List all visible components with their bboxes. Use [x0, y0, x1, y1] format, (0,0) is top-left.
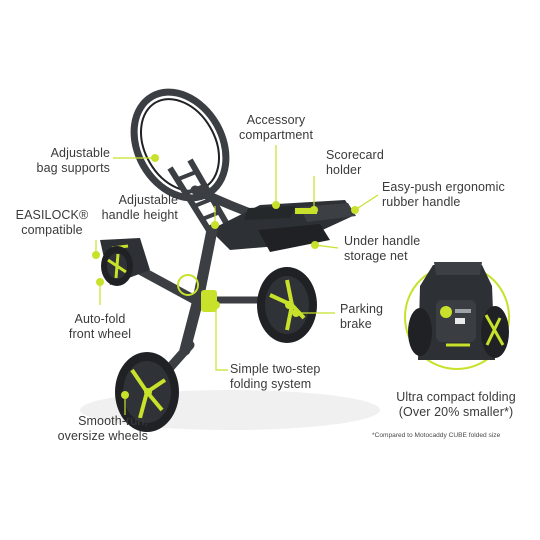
handle-accent: [295, 208, 317, 214]
golf-trolley-folded: [404, 262, 510, 370]
label-accessory-compartment: Accessory compartment: [238, 113, 314, 142]
label-rubber-handle: Easy-push ergonomic rubber handle: [382, 180, 505, 209]
label-bag-supports: Adjustable bag supports: [36, 146, 110, 175]
handle-console: [210, 200, 356, 252]
label-compact-folding: Ultra compact folding (Over 20% smaller*…: [396, 390, 516, 419]
rear-wheel-right: [257, 267, 317, 343]
bag-support-ladder: [167, 158, 231, 234]
label-scorecard-holder: Scorecard holder: [326, 148, 384, 177]
callout-dots: [92, 154, 359, 399]
label-auto-fold: Auto-fold front wheel: [68, 312, 132, 341]
label-handle-height: Adjustable handle height: [101, 193, 178, 222]
label-oversize-wheels: Smooth-run, oversize wheels: [57, 414, 148, 443]
rear-wheel-left: [115, 352, 179, 432]
label-storage-net: Under handle storage net: [344, 234, 421, 263]
brand-logo-mark: [440, 306, 452, 318]
footnote: *Compared to Motocaddy CUBE folded size: [372, 432, 501, 439]
leader-handle: [354, 194, 379, 211]
auto-fold-indicator: [177, 274, 199, 296]
golf-trolley-unfolded: [100, 88, 356, 432]
callout-leaders: [95, 145, 379, 415]
leader-folding: [215, 305, 228, 371]
label-parking-brake: Parking brake: [340, 302, 384, 331]
label-easilock: EASILOCK® compatible: [15, 208, 89, 237]
label-folding-system: Simple two-step folding system: [230, 362, 321, 391]
front-wheel: [101, 246, 133, 286]
